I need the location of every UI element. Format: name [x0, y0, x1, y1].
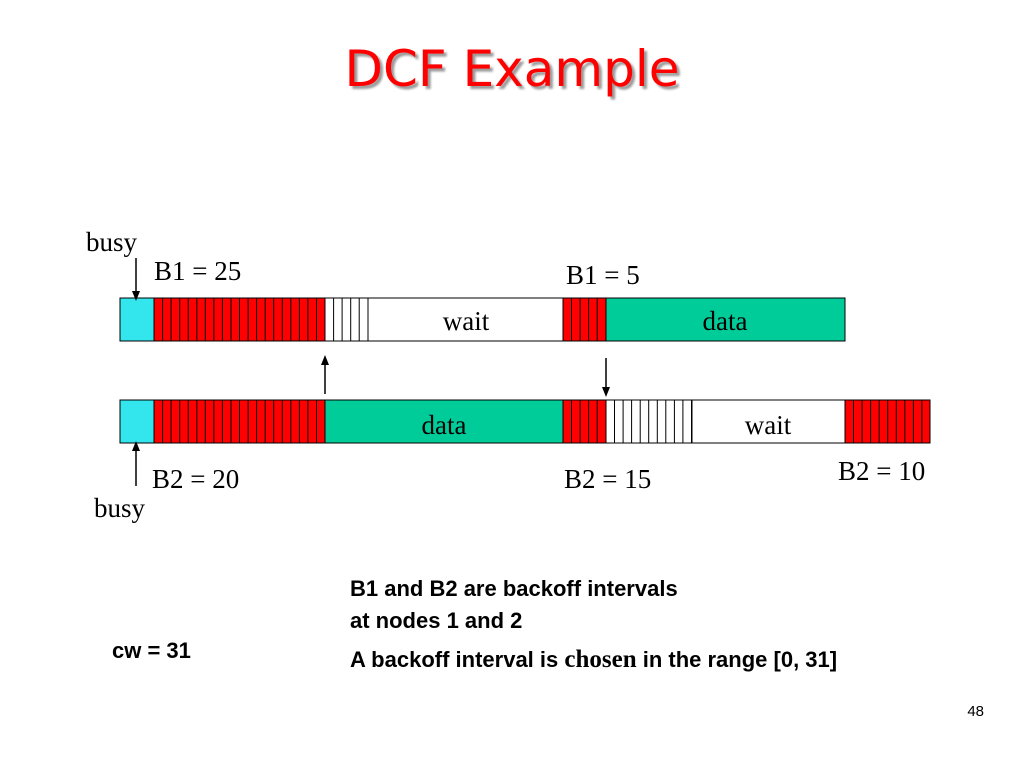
node2-resumed-backoff-slots [571, 400, 598, 443]
node1-busy-segment [119, 297, 155, 342]
node1-resumed-backoff-segment [562, 297, 607, 342]
note-line-3-end: in the range [0, 31] [636, 647, 838, 672]
node1-timeline: wait data [119, 297, 846, 342]
node2-wait-segment [691, 399, 846, 444]
slide-title: DCF Example [344, 40, 680, 98]
node1-busy-label: busy [86, 227, 138, 257]
node2-timeline: data wait [119, 399, 931, 444]
node2-resumed-backoff-segment [562, 399, 607, 444]
node2-backoff-start-label: B2 = 20 [152, 464, 239, 494]
node1-data-segment [605, 297, 846, 342]
node2-busy-segment [119, 399, 155, 444]
node2-busy-label: busy [94, 493, 146, 523]
node1-backoff-start-label: B1 = 25 [154, 256, 241, 286]
node1-deferred-slot-ticks [333, 298, 360, 341]
node2-backoff-slots [162, 400, 317, 443]
node2-wait-label: wait [745, 410, 792, 440]
page-number: 48 [967, 703, 984, 720]
node1-backoff-resume-label: B1 = 5 [566, 260, 640, 290]
node1-wait-label: wait [443, 306, 490, 336]
note-line-3-emphasis: chosen [564, 646, 637, 673]
node1-deferred-slots [324, 297, 369, 342]
node2-backoff-remaining-label: B2 = 10 [838, 456, 925, 486]
node2-data-label: data [422, 410, 467, 440]
node1-backoff-slots [162, 298, 317, 341]
note-line-1: B1 and B2 are backoff intervals [350, 576, 678, 601]
node1-resumed-backoff-slots [571, 298, 598, 341]
note-line-3: A backoff interval is chosen in the rang… [350, 646, 837, 674]
node1-data-label: data [703, 306, 748, 336]
node2-remaining-backoff-slots [853, 400, 923, 443]
node1-wait-segment [367, 297, 564, 342]
note-line-3-start: A backoff interval is [350, 647, 565, 672]
node2-backoff-resume-label: B2 = 15 [564, 464, 651, 494]
node2-data-segment [324, 399, 564, 444]
contention-window-note: cw = 31 [112, 638, 191, 663]
note-line-2: at nodes 1 and 2 [350, 608, 523, 633]
